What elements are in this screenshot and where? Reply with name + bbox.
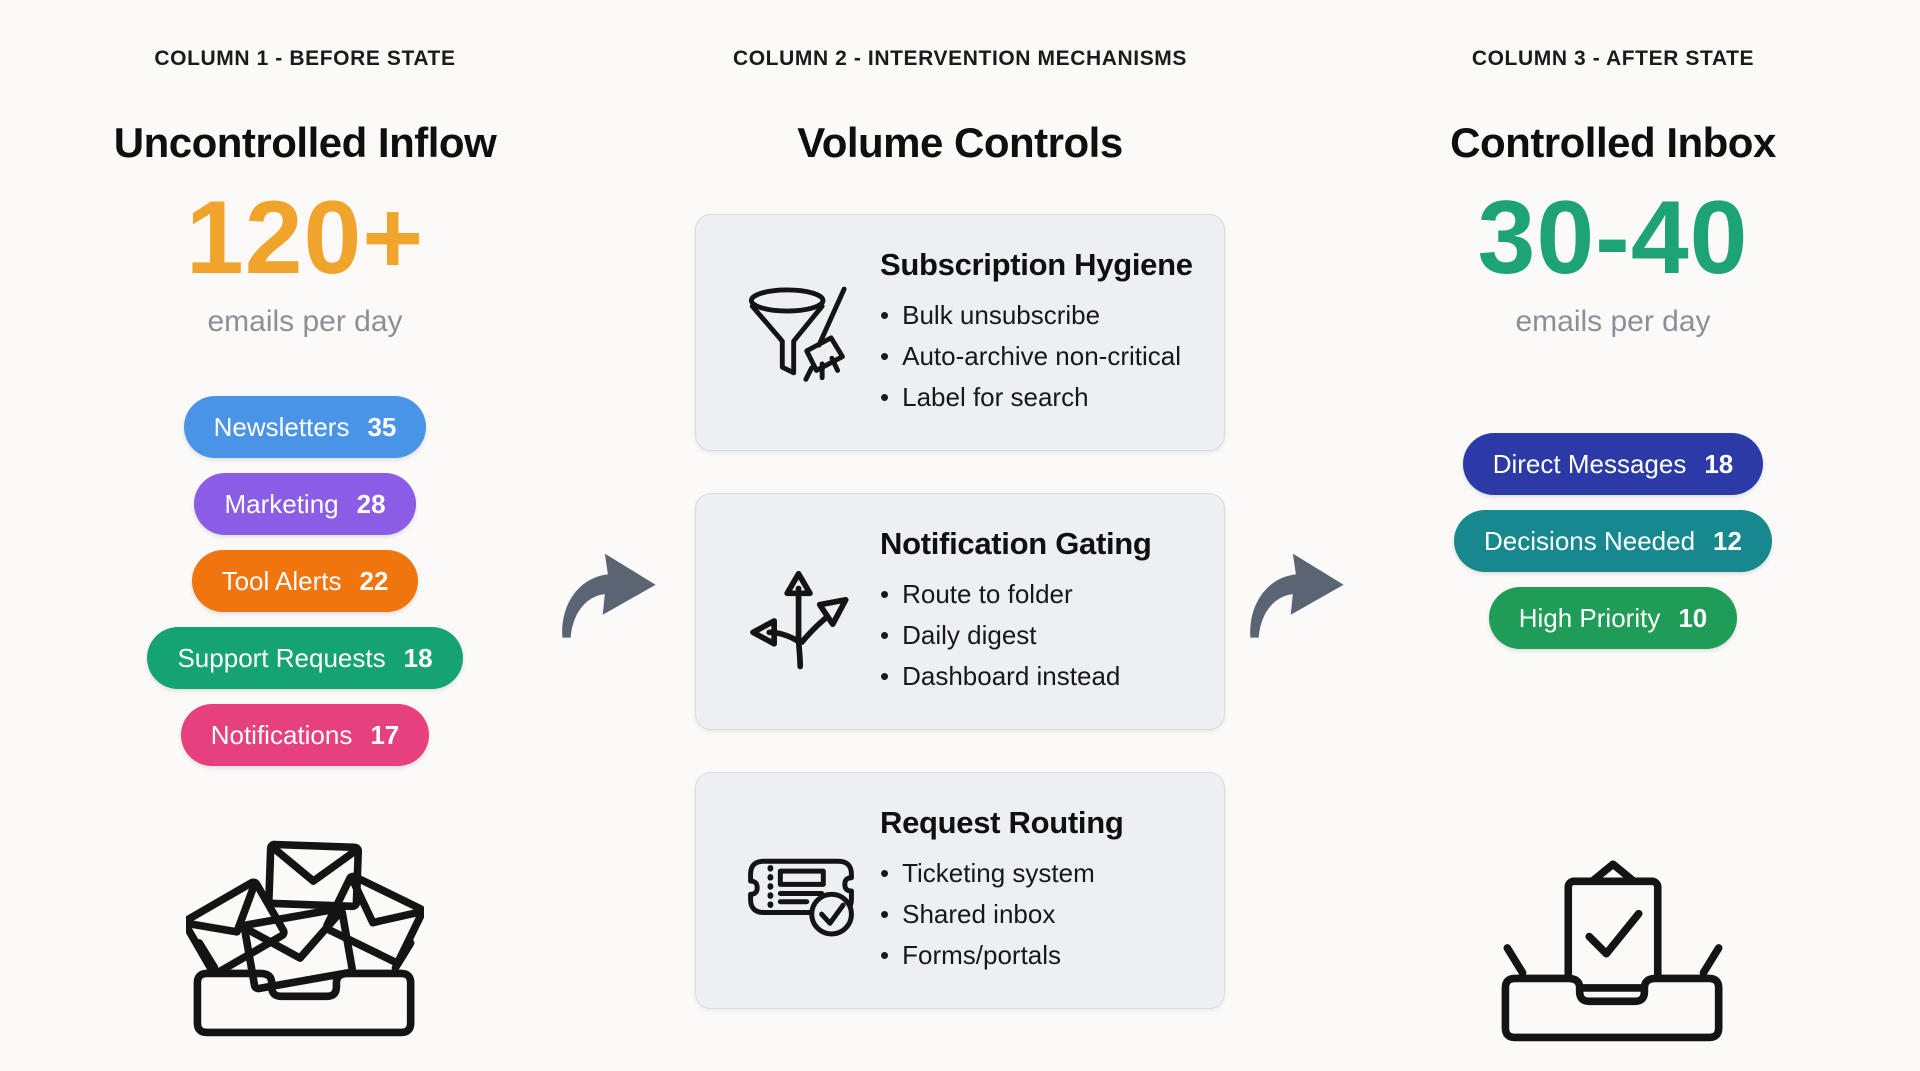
after-metric-value: 30-40 — [1477, 180, 1749, 296]
pill-count: 35 — [367, 411, 397, 442]
bullet-item: Bulk unsubscribe — [880, 295, 1198, 336]
branching-arrows-icon — [722, 551, 880, 673]
pill-label: Direct Messages — [1492, 448, 1687, 479]
card-subscription-hygiene: Subscription Hygiene Bulk unsubscribe Au… — [695, 214, 1225, 451]
bullet-item: Ticketing system — [880, 853, 1198, 894]
card-notification-gating: Notification Gating Route to folder Dail… — [695, 493, 1225, 730]
card-request-routing: Request Routing Ticketing system Shared … — [695, 772, 1225, 1009]
before-state-column: COLUMN 1 - BEFORE STATE Uncontrolled Inf… — [40, 0, 570, 1050]
pill-count: 12 — [1713, 525, 1742, 556]
pill-label: Notifications — [210, 719, 353, 750]
pill-tool-alerts: Tool Alerts 22 — [191, 550, 419, 612]
pill-count: 18 — [403, 642, 433, 673]
pill-label: Tool Alerts — [221, 565, 342, 596]
overflowing-inbox-icon — [40, 840, 570, 1050]
column3-title: Controlled Inbox — [1450, 119, 1776, 166]
pill-count: 17 — [370, 719, 400, 750]
curved-right-arrow-icon — [562, 553, 656, 638]
pill-label: Support Requests — [177, 642, 386, 673]
card-bullets: Bulk unsubscribe Auto-archive non-critic… — [880, 295, 1198, 418]
flow-arrow-controls-to-after — [1240, 540, 1356, 644]
pill-marketing: Marketing 28 — [194, 473, 416, 535]
pill-decisions-needed: Decisions Needed 12 — [1454, 510, 1772, 572]
before-metric-value: 120+ — [185, 180, 425, 296]
pill-label: Marketing — [224, 488, 339, 519]
column2-title: Volume Controls — [797, 119, 1123, 166]
ticket-check-icon — [722, 839, 880, 943]
pill-label: Decisions Needed — [1484, 525, 1696, 556]
pill-count: 22 — [359, 565, 389, 596]
before-metric-unit: emails per day — [207, 305, 403, 338]
column1-title: Uncontrolled Inflow — [113, 119, 497, 166]
pill-direct-messages: Direct Messages 18 — [1462, 433, 1764, 495]
card-heading: Notification Gating — [880, 526, 1152, 561]
pill-support-requests: Support Requests 18 — [147, 627, 463, 689]
bullet-item: Daily digest — [880, 615, 1198, 656]
pill-count: 28 — [356, 488, 386, 519]
intervention-column: COLUMN 2 - INTERVENTION MECHANISMS Volum… — [640, 0, 1280, 1009]
column2-kicker: COLUMN 2 - INTERVENTION MECHANISMS — [732, 47, 1188, 70]
column3-kicker: COLUMN 3 - AFTER STATE — [1471, 47, 1755, 70]
checked-inbox-icon — [1330, 845, 1896, 1055]
pill-count: 10 — [1678, 602, 1708, 633]
bullet-item: Auto-archive non-critical — [880, 336, 1198, 377]
pill-notifications: Notifications 17 — [180, 704, 430, 766]
card-heading: Request Routing — [880, 805, 1124, 840]
after-metric-unit: emails per day — [1515, 305, 1711, 338]
pill-label: Newsletters — [213, 411, 350, 442]
pill-high-priority: High Priority 10 — [1488, 587, 1738, 649]
flow-arrow-before-to-controls — [552, 540, 668, 644]
funnel-broom-icon — [722, 272, 880, 394]
card-bullets: Ticketing system Shared inbox Forms/port… — [880, 853, 1198, 976]
pill-count: 18 — [1704, 448, 1734, 479]
intervention-cards: Subscription Hygiene Bulk unsubscribe Au… — [640, 214, 1280, 1009]
bullet-item: Dashboard instead — [880, 656, 1198, 697]
card-heading: Subscription Hygiene — [880, 247, 1193, 282]
pill-newsletters: Newsletters 35 — [183, 396, 427, 458]
pill-label: High Priority — [1518, 602, 1661, 633]
bullet-item: Shared inbox — [880, 894, 1198, 935]
after-state-column: COLUMN 3 - AFTER STATE Controlled Inbox … — [1330, 0, 1896, 1055]
bullet-item: Label for search — [880, 377, 1198, 418]
bullet-item: Route to folder — [880, 574, 1198, 615]
before-category-pills: Newsletters 35 Marketing 28 Tool Alerts … — [40, 396, 570, 766]
after-category-pills: Direct Messages 18 Decisions Needed 12 H… — [1330, 433, 1896, 649]
curved-right-arrow-icon — [1250, 553, 1344, 638]
card-bullets: Route to folder Daily digest Dashboard i… — [880, 574, 1198, 697]
bullet-item: Forms/portals — [880, 935, 1198, 976]
column1-kicker: COLUMN 1 - BEFORE STATE — [154, 47, 456, 70]
